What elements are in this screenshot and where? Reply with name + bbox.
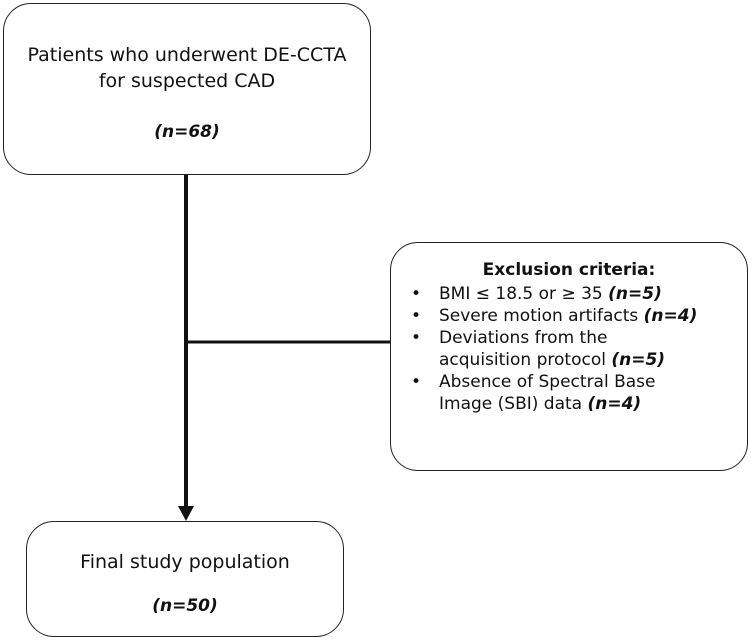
exclusion-item-bmi: • BMI ≤ 18.5 or ≥ 35 (n=5)	[409, 283, 741, 305]
final-population-label: Final study population	[80, 551, 290, 573]
initial-population-box: Patients who underwent DE-CCTA for suspe…	[3, 3, 371, 175]
exclusion-criteria-list: • BMI ≤ 18.5 or ≥ 35 (n=5) • Severe moti…	[409, 283, 741, 415]
bullet-dot-icon: •	[410, 284, 422, 304]
exclusion-item-sbi: • Absence of Spectral Base Image (SBI) d…	[409, 371, 741, 415]
bullet-dot-icon: •	[410, 306, 422, 326]
exclusion-item-count: (n=4)	[587, 394, 642, 414]
initial-population-line1: Patients who underwent DE-CCTA	[27, 44, 347, 66]
exclusion-item-count: (n=5)	[611, 350, 666, 370]
exclusion-criteria-box: Exclusion criteria: • BMI ≤ 18.5 or ≥ 35…	[390, 242, 748, 471]
exclusion-item-text: Absence of Spectral Base	[439, 372, 656, 392]
exclusion-item-motion: • Severe motion artifacts (n=4)	[409, 305, 741, 327]
initial-population-count: (n=68)	[154, 122, 220, 142]
exclusion-item-count: (n=4)	[643, 306, 698, 326]
exclusion-item-count: (n=5)	[608, 284, 662, 304]
exclusion-criteria-title: Exclusion criteria:	[482, 260, 656, 280]
arrow-down-icon	[178, 506, 194, 521]
final-population-box: Final study population (n=50)	[26, 521, 344, 637]
bullet-dot-icon: •	[410, 372, 422, 392]
final-population-count: (n=50)	[152, 596, 218, 616]
exclusion-item-text-line2: acquisition protocol	[439, 350, 606, 370]
initial-population-line2: for suspected CAD	[98, 70, 276, 92]
initial-population-label: Patients who underwent DE-CCTA for suspe…	[4, 42, 370, 94]
exclusion-item-text: BMI ≤ 18.5 or ≥ 35	[439, 284, 603, 304]
exclusion-item-text: Severe motion artifacts	[439, 306, 639, 326]
bullet-dot-icon: •	[410, 328, 422, 348]
exclusion-item-protocol: • Deviations from the acquisition protoc…	[409, 327, 741, 371]
exclusion-item-text-line2: Image (SBI) data	[439, 394, 583, 414]
exclusion-item-text: Deviations from the	[439, 328, 608, 348]
